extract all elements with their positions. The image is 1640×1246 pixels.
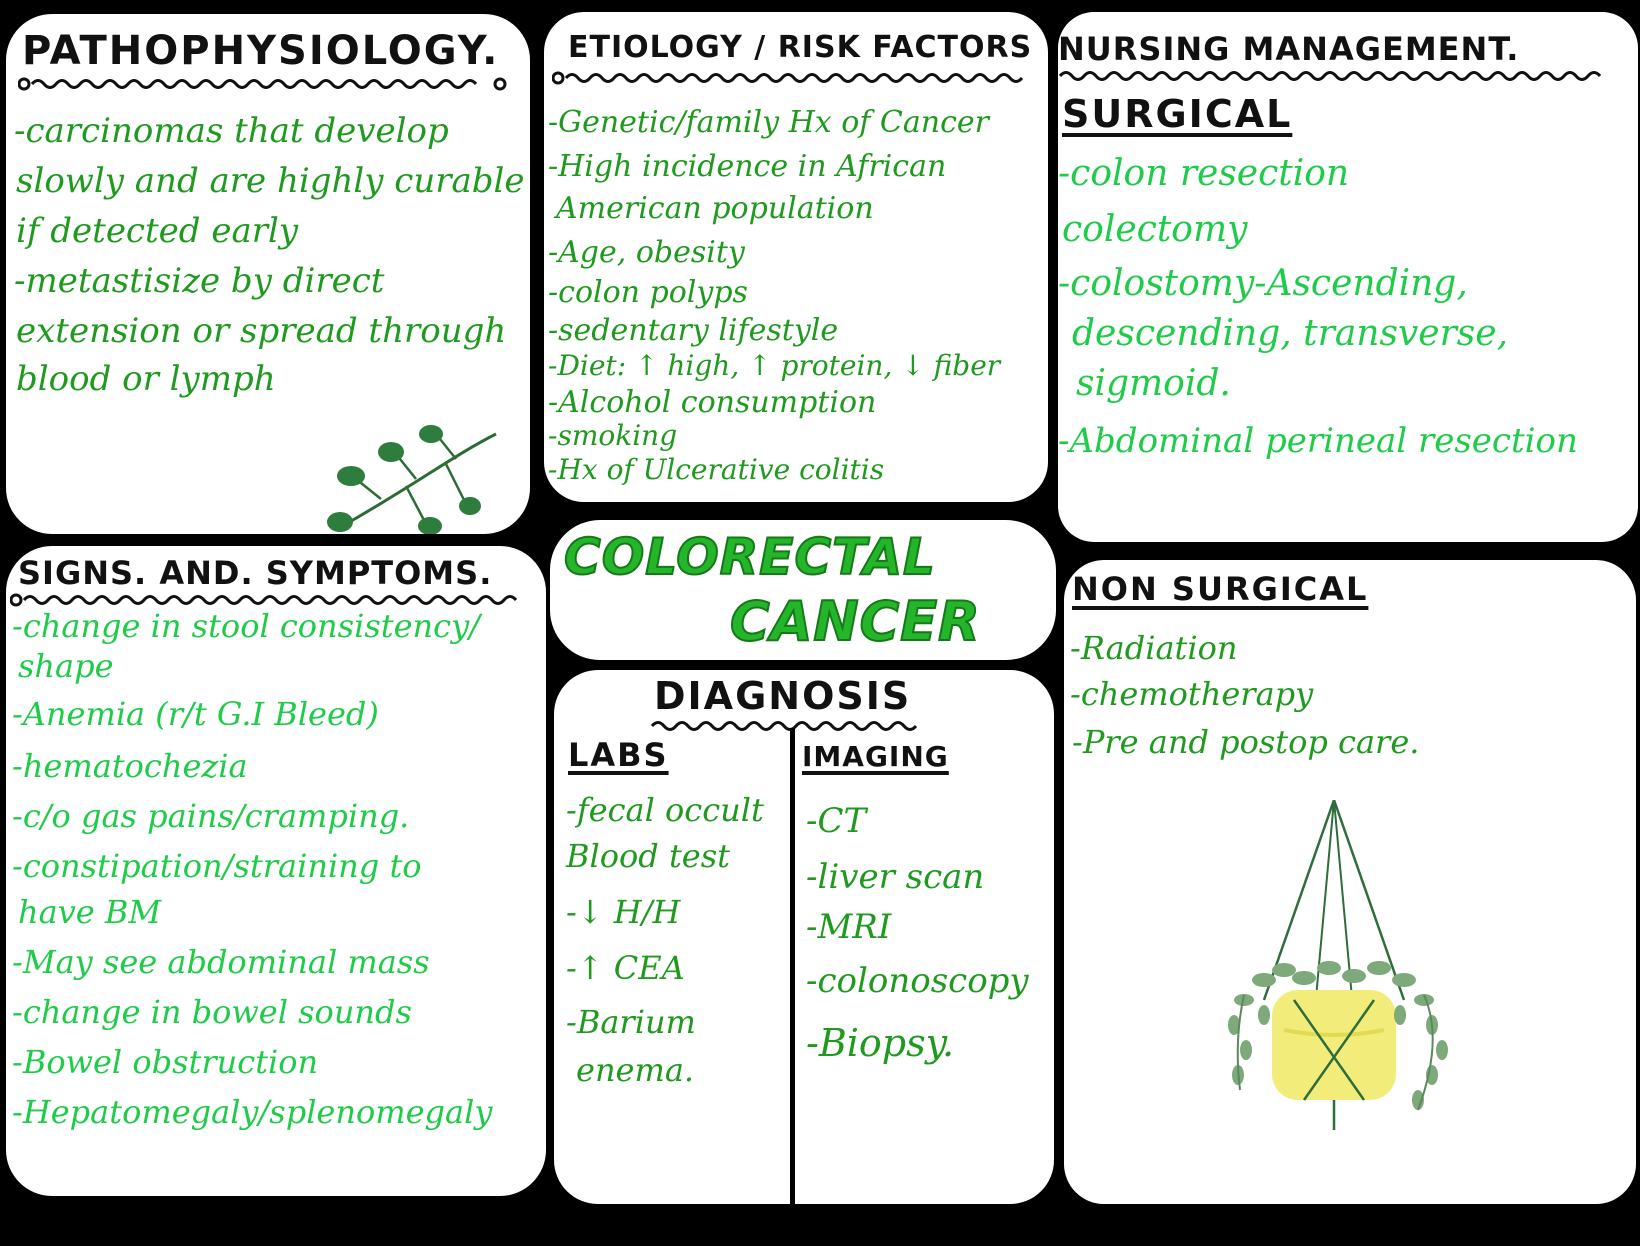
labs-line: -Barium xyxy=(566,1003,696,1041)
heading-underline xyxy=(18,77,507,91)
heading-underline xyxy=(1058,71,1602,81)
etiology-line: -Hx of Ulcerative colitis xyxy=(548,453,885,486)
title-line-2: CANCER xyxy=(729,589,981,654)
signs-line: -hematochezia xyxy=(12,747,248,785)
diagnosis-panel: DIAGNOSIS LABS -fecal occult Blood test … xyxy=(554,670,1054,1204)
etiology-line: -Age, obesity xyxy=(548,235,745,270)
heading-underline xyxy=(650,721,918,731)
signs-line: -Anemia (r/t G.I Bleed) xyxy=(12,695,379,733)
etiology-line: -High incidence in African xyxy=(548,149,947,184)
signs-line: -constipation/straining to xyxy=(12,847,422,885)
signs-symptoms-panel: SIGNS. AND. SYMPTOMS. -change in stool c… xyxy=(6,546,546,1196)
nonsurgical-line: -chemotherapy xyxy=(1070,675,1314,713)
hanging-plant-icon xyxy=(1228,800,1448,1130)
heading-underline xyxy=(552,71,1024,85)
leaf-branch-icon xyxy=(327,425,497,534)
labs-line: -fecal occult xyxy=(566,791,764,829)
heading-underline xyxy=(10,593,518,607)
signs-line: -Bowel obstruction xyxy=(12,1043,319,1081)
etiology-line: -Diet: ↑ high, ↑ protein, ↓ fiber xyxy=(548,349,1001,382)
signs-line: -change in stool consistency/ xyxy=(12,607,480,645)
signs-line: -c/o gas pains/cramping. xyxy=(12,797,410,835)
surgical-line: sigmoid. xyxy=(1076,363,1231,404)
nonsurgical-line: -Radiation xyxy=(1070,629,1238,667)
nursing-management-panel: NURSING MANAGEMENT. SURGICAL -colon rese… xyxy=(1058,12,1638,542)
patho-line: extension or spread through xyxy=(16,311,507,351)
labs-line: -↑ CEA xyxy=(566,949,685,987)
patho-line: if detected early xyxy=(16,211,299,251)
patho-line: -metastisize by direct xyxy=(14,261,385,301)
surgical-heading: SURGICAL xyxy=(1062,92,1293,136)
nonsurgical-heading: NON SURGICAL xyxy=(1072,570,1369,608)
patho-line: slowly and are highly curable xyxy=(16,161,525,201)
labs-heading: LABS xyxy=(568,736,669,774)
imaging-line: -Biopsy. xyxy=(806,1021,955,1065)
pathophysiology-panel: PATHOPHYSIOLOGY. -carcinomas that develo… xyxy=(6,14,530,534)
imaging-line: -liver scan xyxy=(806,857,985,897)
nonsurgical-line: -Pre and postop care. xyxy=(1072,723,1420,761)
surgical-line: -Abdominal perineal resection xyxy=(1058,421,1578,461)
etiology-line: -sedentary lifestyle xyxy=(548,313,839,348)
pathophysiology-heading: PATHOPHYSIOLOGY. xyxy=(22,28,500,74)
nursing-heading: NURSING MANAGEMENT. xyxy=(1058,30,1520,68)
signs-line: -May see abdominal mass xyxy=(12,943,430,981)
imaging-line: -CT xyxy=(806,801,867,841)
signs-line: -Hepatomegaly/splenomegaly xyxy=(12,1093,493,1131)
signs-heading: SIGNS. AND. SYMPTOMS. xyxy=(18,554,493,592)
title-panel: COLORECTAL CANCER xyxy=(550,520,1056,660)
signs-line: -change in bowel sounds xyxy=(12,993,412,1031)
surgical-line: -colon resection xyxy=(1058,153,1350,194)
title-line-1: COLORECTAL xyxy=(563,527,936,587)
imaging-line: -MRI xyxy=(806,907,892,947)
surgical-line: colectomy xyxy=(1062,209,1248,250)
nonsurgical-panel: NON SURGICAL -Radiation -chemotherapy -P… xyxy=(1064,560,1636,1204)
etiology-line: -smoking xyxy=(548,419,678,452)
signs-line: have BM xyxy=(18,893,162,931)
surgical-line: descending, transverse, xyxy=(1072,313,1509,354)
imaging-line: -colonoscopy xyxy=(806,961,1029,1001)
etiology-line: -Genetic/family Hx of Cancer xyxy=(548,105,989,140)
imaging-heading: IMAGING xyxy=(802,740,949,773)
labs-line: enema. xyxy=(576,1051,695,1089)
etiology-line: -colon polyps xyxy=(548,275,748,310)
patho-line: blood or lymph xyxy=(16,359,276,399)
etiology-heading: ETIOLOGY / RISK FACTORS xyxy=(568,30,1033,65)
etiology-line: American population xyxy=(556,191,874,226)
diagnosis-divider xyxy=(790,728,795,1204)
signs-line: shape xyxy=(18,647,114,685)
surgical-line: -colostomy-Ascending, xyxy=(1058,263,1468,304)
labs-line: -↓ H/H xyxy=(566,893,681,931)
diagnosis-heading: DIAGNOSIS xyxy=(654,674,912,718)
etiology-line: -Alcohol consumption xyxy=(548,385,877,420)
labs-line: Blood test xyxy=(566,837,731,875)
etiology-panel: ETIOLOGY / RISK FACTORS -Genetic/family … xyxy=(544,12,1048,502)
patho-line: -carcinomas that develop xyxy=(14,111,449,151)
